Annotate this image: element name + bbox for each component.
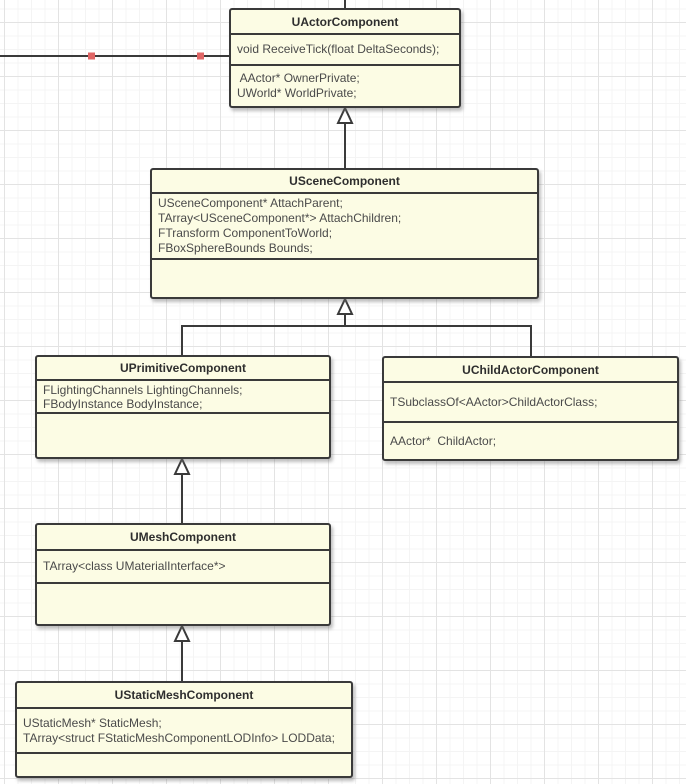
hollow-triangle-arrowhead-icon <box>173 623 191 642</box>
class-fields-section <box>17 754 351 776</box>
class-fields-section <box>37 414 329 457</box>
class-title: UChildActorComponent <box>384 358 677 383</box>
field-line: AActor* OwnerPrivate; <box>237 71 360 85</box>
class-box-uchildactorcomponent[interactable]: UChildActorComponent TSubclassOf<AActor>… <box>382 356 679 461</box>
class-title: UActorComponent <box>231 10 459 35</box>
waypoint-marker[interactable] <box>88 52 95 60</box>
class-box-uprimitivecomponent[interactable]: UPrimitiveComponent FLightingChannels Li… <box>35 355 331 459</box>
class-fields-section <box>37 584 329 624</box>
attribute-line: TArray<USceneComponent*> AttachChildren; <box>158 211 402 225</box>
class-attributes-section: USceneComponent* AttachParent; TArray<US… <box>152 194 537 260</box>
class-fields-section: AActor* ChildActor; <box>384 423 677 459</box>
hollow-triangle-arrowhead-icon <box>336 105 354 124</box>
class-fields-section <box>152 260 537 297</box>
class-methods-section: void ReceiveTick(float DeltaSeconds); <box>231 35 459 66</box>
class-fields-section: AActor* OwnerPrivate; UWorld* WorldPriva… <box>231 66 459 106</box>
hollow-triangle-arrowhead-icon <box>173 456 191 475</box>
edge-left-into-uactorcomponent[interactable] <box>0 52 230 60</box>
attribute-line: TSubclassOf<AActor>ChildActorClass; <box>390 394 598 409</box>
waypoint-marker[interactable] <box>197 52 204 60</box>
field-line: UWorld* WorldPrivate; <box>237 86 357 100</box>
class-box-umeshcomponent[interactable]: UMeshComponent TArray<class UMaterialInt… <box>35 523 331 626</box>
attribute-line: TArray<class UMaterialInterface*> <box>43 559 226 573</box>
inheritance-arrow-children-to-uscene[interactable] <box>181 296 532 357</box>
attribute-line: FLightingChannels LightingChannels; <box>43 383 243 397</box>
class-attributes-section: TSubclassOf<AActor>ChildActorClass; <box>384 383 677 423</box>
hollow-triangle-arrowhead-icon <box>336 296 354 315</box>
attribute-line: FBoxSphereBounds Bounds; <box>158 241 313 255</box>
class-box-uactorcomponent[interactable]: UActorComponent void ReceiveTick(float D… <box>229 8 461 108</box>
class-title: USceneComponent <box>152 170 537 194</box>
class-title: UPrimitiveComponent <box>37 357 329 381</box>
method-line: void ReceiveTick(float DeltaSeconds); <box>237 42 440 56</box>
class-attributes-section: TArray<class UMaterialInterface*> <box>37 551 329 584</box>
class-title: UMeshComponent <box>37 525 329 551</box>
inheritance-arrow-umesh-to-uprimitive[interactable] <box>173 456 191 524</box>
attribute-line: FBodyInstance BodyInstance; <box>43 396 203 411</box>
class-box-uscenecomponent[interactable]: USceneComponent USceneComponent* AttachP… <box>150 168 539 299</box>
class-attributes-section: FLightingChannels LightingChannels; FBod… <box>37 381 329 414</box>
attribute-line: USceneComponent* AttachParent; <box>158 196 343 210</box>
class-box-ustaticmeshcomponent[interactable]: UStaticMeshComponent UStaticMesh* Static… <box>15 681 353 778</box>
inheritance-arrow-uscene-to-uactor[interactable] <box>336 105 354 169</box>
attribute-line: TArray<struct FStaticMeshComponentLODInf… <box>23 730 335 745</box>
class-title: UStaticMeshComponent <box>17 683 351 709</box>
class-attributes-section: UStaticMesh* StaticMesh; TArray<struct F… <box>17 709 351 754</box>
inheritance-arrow-ustatic-to-umesh[interactable] <box>173 623 191 682</box>
attribute-line: UStaticMesh* StaticMesh; <box>23 715 162 730</box>
attribute-line: FTransform ComponentToWorld; <box>158 226 333 240</box>
field-line: AActor* ChildActor; <box>390 433 497 448</box>
